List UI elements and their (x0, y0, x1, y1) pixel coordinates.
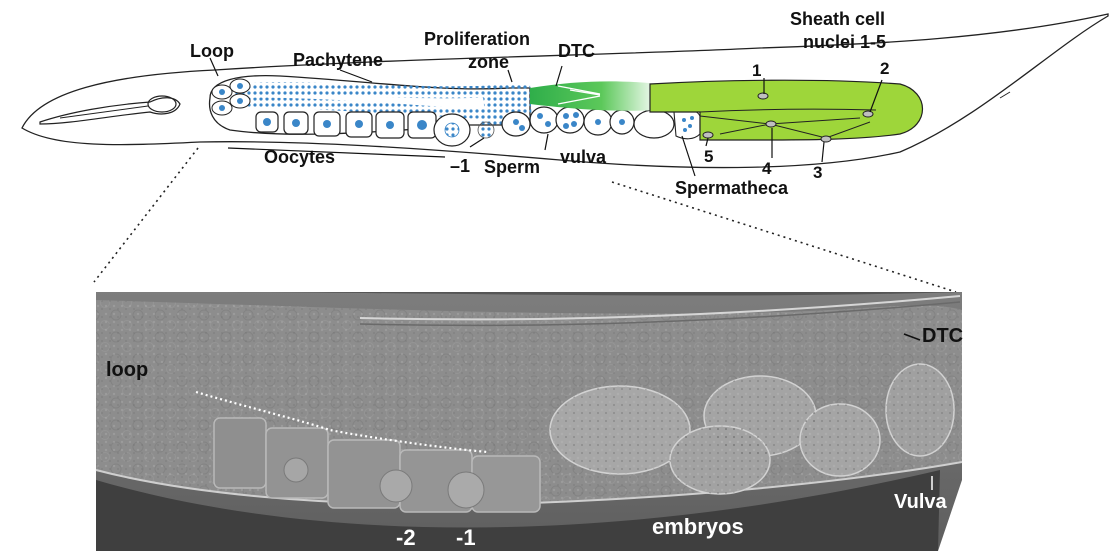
label-sperm: Sperm (484, 157, 540, 177)
label-embryos: embryos (652, 514, 744, 539)
worm-diagram: Loop Pachytene Proliferation zone DTC Sh… (22, 9, 1108, 292)
label-micrograph-loop: loop (106, 359, 148, 381)
sheath-nucleus-2 (863, 111, 873, 117)
label-sheath-1: Sheath cell (790, 9, 885, 29)
sperm-cluster (478, 122, 494, 138)
label-sheath-2: nuclei 1-5 (803, 32, 886, 52)
label-vulva-diagram: vulva (560, 147, 607, 167)
sheath-nucleus-1 (758, 93, 768, 99)
label-nucleus-1: 1 (752, 61, 761, 80)
sheath-nucleus-4 (766, 121, 776, 127)
label-micrograph-dtc: DTC (922, 325, 963, 347)
label-nucleus-4: 4 (762, 159, 772, 178)
spermatheca (674, 109, 700, 138)
label-dtc: DTC (558, 41, 595, 61)
label-micrograph-minus-1: -1 (456, 525, 476, 550)
micrograph: loop DTC Vulva embryos -2 -1 (96, 292, 963, 551)
label-micrograph-vulva: Vulva (894, 491, 947, 513)
dtc-arm (530, 81, 660, 110)
label-minus-1: –1 (450, 156, 470, 176)
label-nucleus-3: 3 (813, 163, 822, 182)
label-pachytene: Pachytene (293, 50, 383, 70)
sheath-nucleus-5 (703, 132, 713, 138)
label-nucleus-5: 5 (704, 147, 713, 166)
label-minus-2: -2 (396, 525, 416, 550)
label-proliferation-2: zone (468, 52, 509, 72)
label-spermatheca: Spermatheca (675, 178, 789, 198)
label-nucleus-2: 2 (880, 59, 889, 78)
label-loop: Loop (190, 41, 234, 61)
projection-line-left (94, 148, 198, 282)
label-oocytes: Oocytes (264, 147, 335, 167)
sheath-nucleus-3 (821, 136, 831, 142)
projection-line-right (612, 182, 956, 292)
label-proliferation-1: Proliferation (424, 29, 530, 49)
